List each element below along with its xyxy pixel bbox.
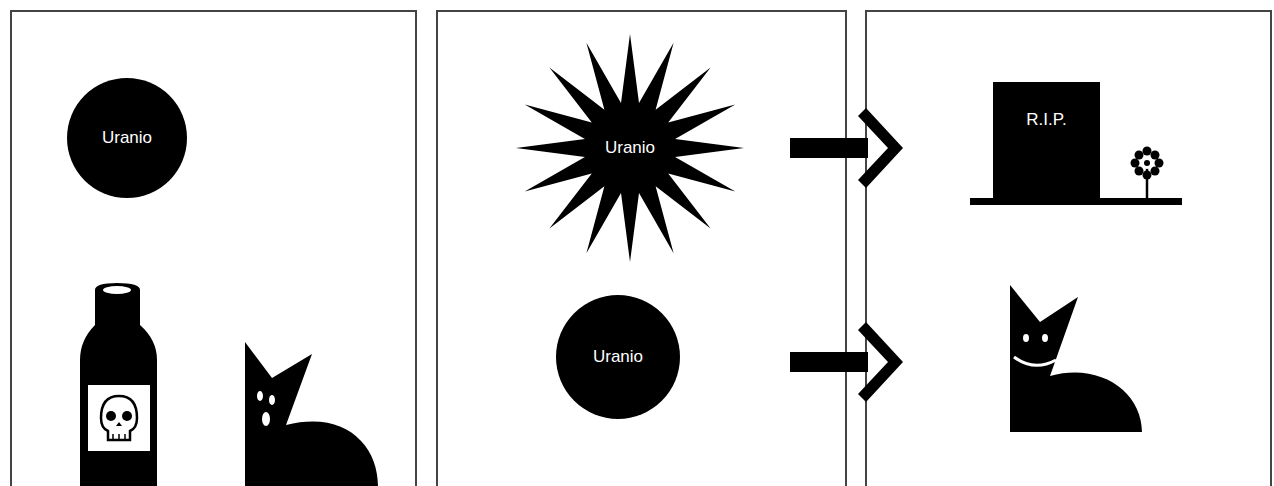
flower: [1131, 147, 1164, 200]
node-label: Uranio: [102, 128, 152, 148]
uranium-circle: Uranio: [67, 78, 187, 198]
node-label: R.I.P.: [1026, 110, 1066, 130]
ground-line: [970, 198, 1182, 205]
node-label: Uranio: [593, 347, 643, 367]
node-label: Uranio: [605, 138, 655, 158]
poison-bottle: [80, 283, 157, 486]
uranium-starburst: Uranio: [515, 33, 745, 263]
panel-frame: [866, 11, 1271, 486]
arrow-connector: [790, 108, 903, 188]
uranium-circle: Uranio: [556, 295, 680, 419]
happy-cat: [1010, 285, 1142, 432]
panel-frame: [437, 11, 846, 486]
arrow: [790, 322, 903, 402]
panel-frame: [11, 11, 416, 486]
scared-cat: [245, 342, 378, 486]
starburst-shape: [516, 34, 744, 262]
tombstone: R.I.P.: [993, 82, 1100, 199]
